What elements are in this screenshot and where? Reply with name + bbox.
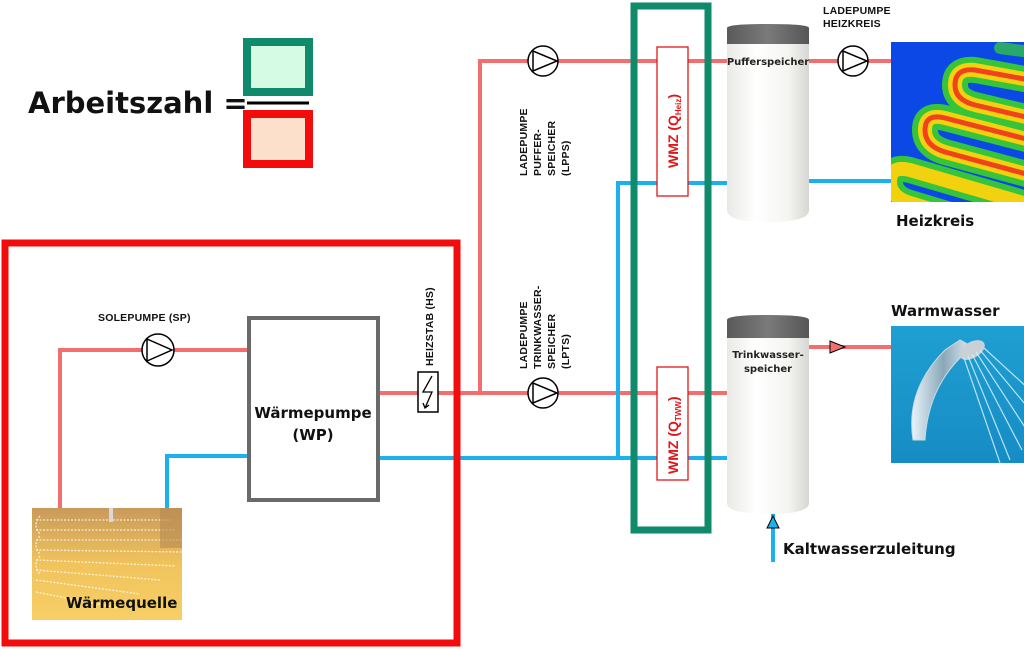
buffer-pump-label-line2: PUFFER- <box>532 129 544 176</box>
hot-supply-pipe-buffer <box>478 59 730 395</box>
buffer-pump-label-line4: (LPPS) <box>560 140 572 176</box>
brine-supply-pipe <box>58 348 250 510</box>
numerator-box <box>243 38 313 96</box>
buffer-tank-label: Pufferspeicher <box>727 57 809 68</box>
heat-pump[interactable]: Wärmepumpe (WP) <box>247 316 380 502</box>
shower-icon <box>911 339 1024 463</box>
heat-pump-label-line1: Wärmepumpe <box>254 404 371 422</box>
heating-circuit-label: Heizkreis <box>896 212 974 230</box>
heating-circuit-pump[interactable]: LADEPUMPE HEIZKREIS <box>823 5 891 77</box>
system-boundary-output <box>630 2 712 534</box>
brine-pump[interactable]: SOLEPUMPE (SP) <box>98 312 191 367</box>
dhw-pump-label-line1: LADEPUMPE <box>518 301 530 369</box>
heat-meter-heating-label: WMZ (QHeiz) <box>665 94 683 168</box>
hot-water-flow-arrow-icon <box>829 340 847 354</box>
cold-water-inlet-label: Kaltwasserzuleitung <box>783 540 956 558</box>
buffer-pump-label-line1: LADEPUMPE <box>518 108 530 176</box>
heat-pump-label-line2: (WP) <box>292 426 333 444</box>
cold-water-flow-arrow-icon <box>766 514 780 529</box>
brine-pump-label: SOLEPUMPE (SP) <box>98 312 191 324</box>
system-boundary-input <box>1 239 461 647</box>
buffer-pump-label-line3: SPEICHER <box>546 121 558 176</box>
denominator-box <box>243 110 313 168</box>
heat-source: Wärmequelle <box>32 508 182 620</box>
buffer-charge-pump[interactable]: LADEPUMPE PUFFER- SPEICHER (LPPS) <box>518 45 572 176</box>
heat-source-image <box>32 508 182 620</box>
heat-meter-heating-box[interactable] <box>656 46 689 197</box>
heating-circuit: Heizkreis <box>891 42 1024 230</box>
heat-meter-dhw-box[interactable] <box>656 366 689 481</box>
dhw-tank-label-line2: speicher <box>744 364 792 375</box>
dhw-charge-pump[interactable]: LADEPUMPE TRINKWASSER- SPEICHER (LPTS) <box>518 285 572 409</box>
heating-circuit-pump-label-line2: HEIZKREIS <box>823 18 881 30</box>
dhw-pump-label-line3: SPEICHER <box>546 314 558 369</box>
buffer-tank[interactable]: Pufferspeicher <box>727 24 809 222</box>
cold-water-inlet: Kaltwasserzuleitung <box>766 514 956 558</box>
heat-meter-heating[interactable]: WMZ (QHeiz) <box>656 46 689 197</box>
hot-water: Warmwasser <box>829 302 1024 463</box>
heat-meter-dhw-label: WMZ (QTWW) <box>665 396 683 474</box>
heating-rod-label: HEIZSTAB (HS) <box>424 287 436 366</box>
heating-rod[interactable]: HEIZSTAB (HS) <box>417 287 439 413</box>
brine-return-pipe <box>165 454 250 510</box>
heating-circuit-pump-label-line1: LADEPUMPE <box>823 5 891 17</box>
heat-source-label: Wärmequelle <box>66 594 177 612</box>
buffer-tank-body[interactable] <box>727 40 809 222</box>
heat-pump-box[interactable] <box>247 316 380 502</box>
dhw-tank-cap <box>727 315 809 338</box>
heat-meter-dhw[interactable]: WMZ (QTWW) <box>656 366 689 481</box>
dhw-tank[interactable]: Trinkwasser- speicher <box>727 315 809 514</box>
formula-label: Arbeitszahl = <box>28 86 248 120</box>
dhw-pump-label-line4: (LPTS) <box>560 334 572 369</box>
brine-pump-icon[interactable] <box>141 333 175 367</box>
dhw-tank-label-line1: Trinkwasser- <box>732 350 804 361</box>
return-pipe-buffer <box>616 181 730 460</box>
hot-water-label: Warmwasser <box>891 302 1000 320</box>
buffer-tank-cap <box>727 24 809 44</box>
dhw-pump-label-line2: TRINKWASSER- <box>532 285 544 369</box>
formula: Arbeitszahl = <box>28 38 313 168</box>
dhw-tank-body[interactable] <box>727 334 809 514</box>
